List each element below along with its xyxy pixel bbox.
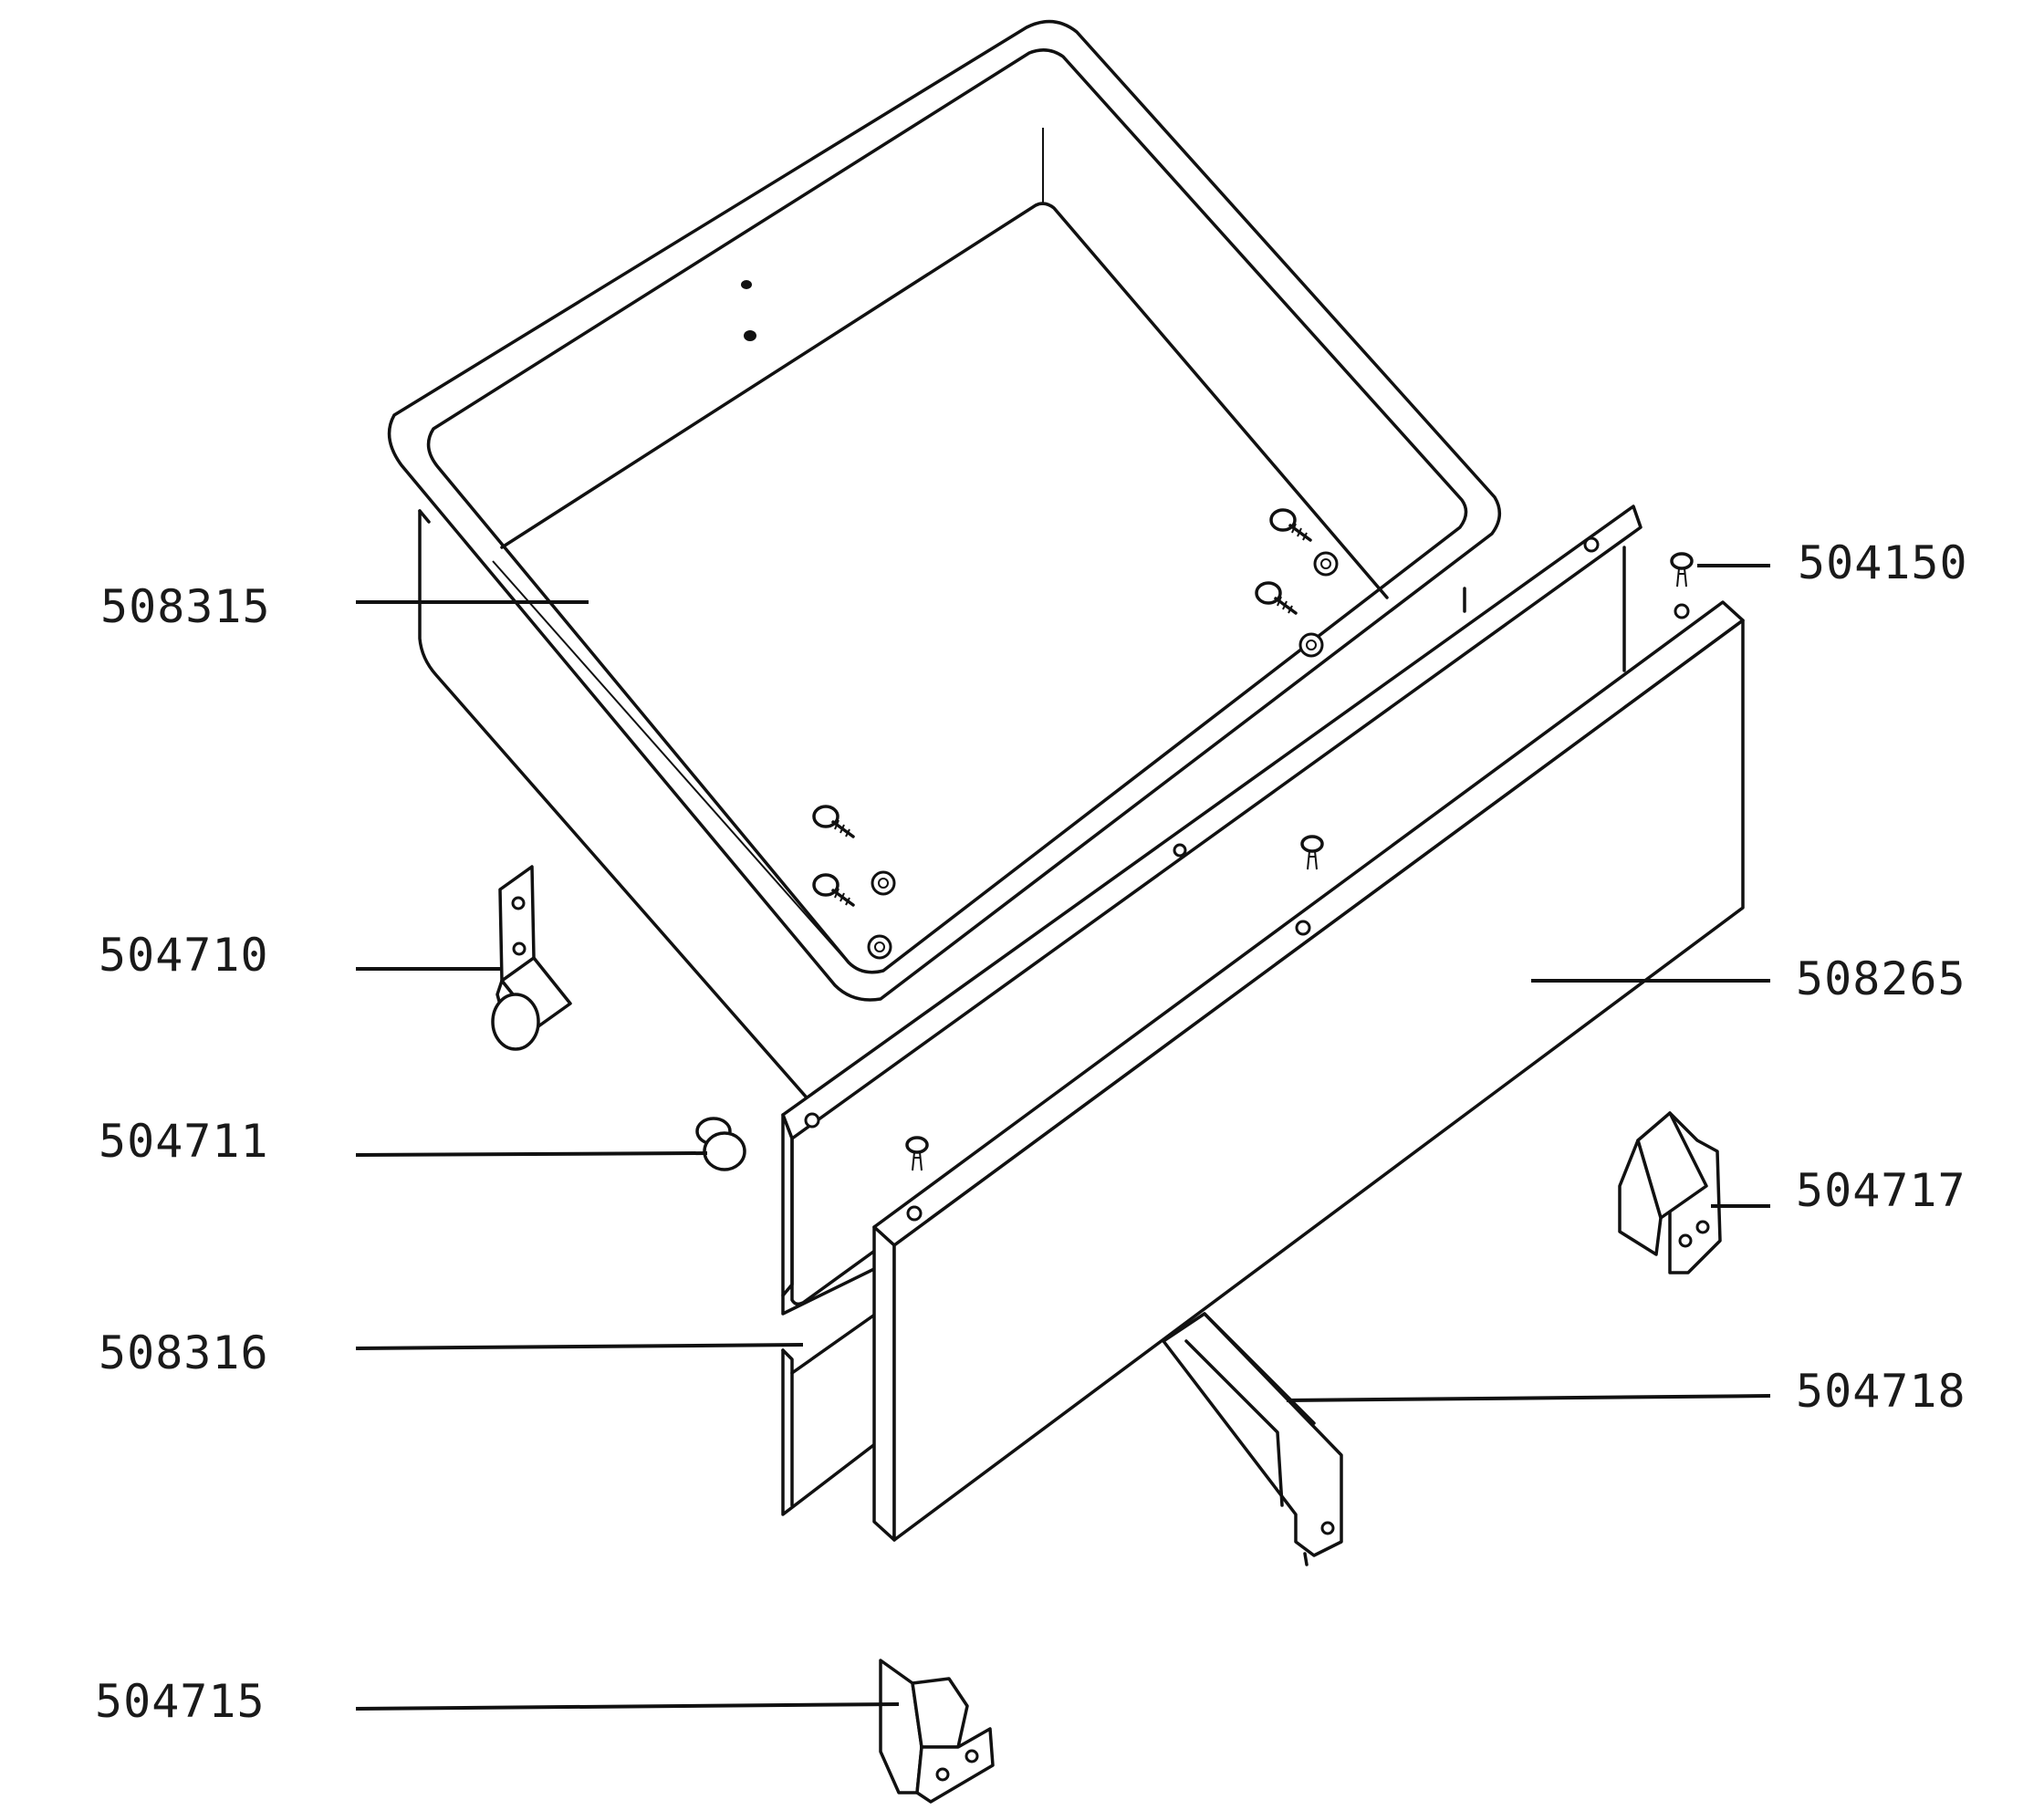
part-label-504711: 504711	[99, 1115, 269, 1168]
drawer-box-part	[387, 19, 1501, 1106]
leader-504711	[355, 1151, 708, 1157]
leader-508316	[355, 1343, 804, 1350]
bracket-right-part	[1618, 1111, 1722, 1274]
leader-504718	[1286, 1394, 1771, 1402]
part-label-504717: 504717	[1796, 1164, 1966, 1217]
runner-part	[1162, 1312, 1343, 1566]
part-label-508265: 508265	[1796, 952, 1966, 1005]
part-label-508316: 508316	[99, 1326, 269, 1379]
bracket-bottom-part	[879, 1659, 995, 1804]
part-label-504710: 504710	[99, 929, 269, 982]
part-label-508315: 508315	[100, 580, 271, 633]
inner-panel-part	[781, 505, 1642, 1516]
part-label-504718: 504718	[1796, 1365, 1966, 1418]
part-label-504150: 504150	[1798, 536, 1968, 589]
leader-504715	[355, 1702, 900, 1711]
part-label-504715: 504715	[95, 1675, 266, 1728]
roller-bracket-part	[491, 865, 572, 1051]
leader-lines	[355, 564, 1771, 1711]
front-panel-part	[872, 600, 1745, 1542]
pin-part	[905, 552, 1694, 1171]
drawer-screws	[812, 508, 1339, 960]
roller-part	[695, 1117, 746, 1171]
